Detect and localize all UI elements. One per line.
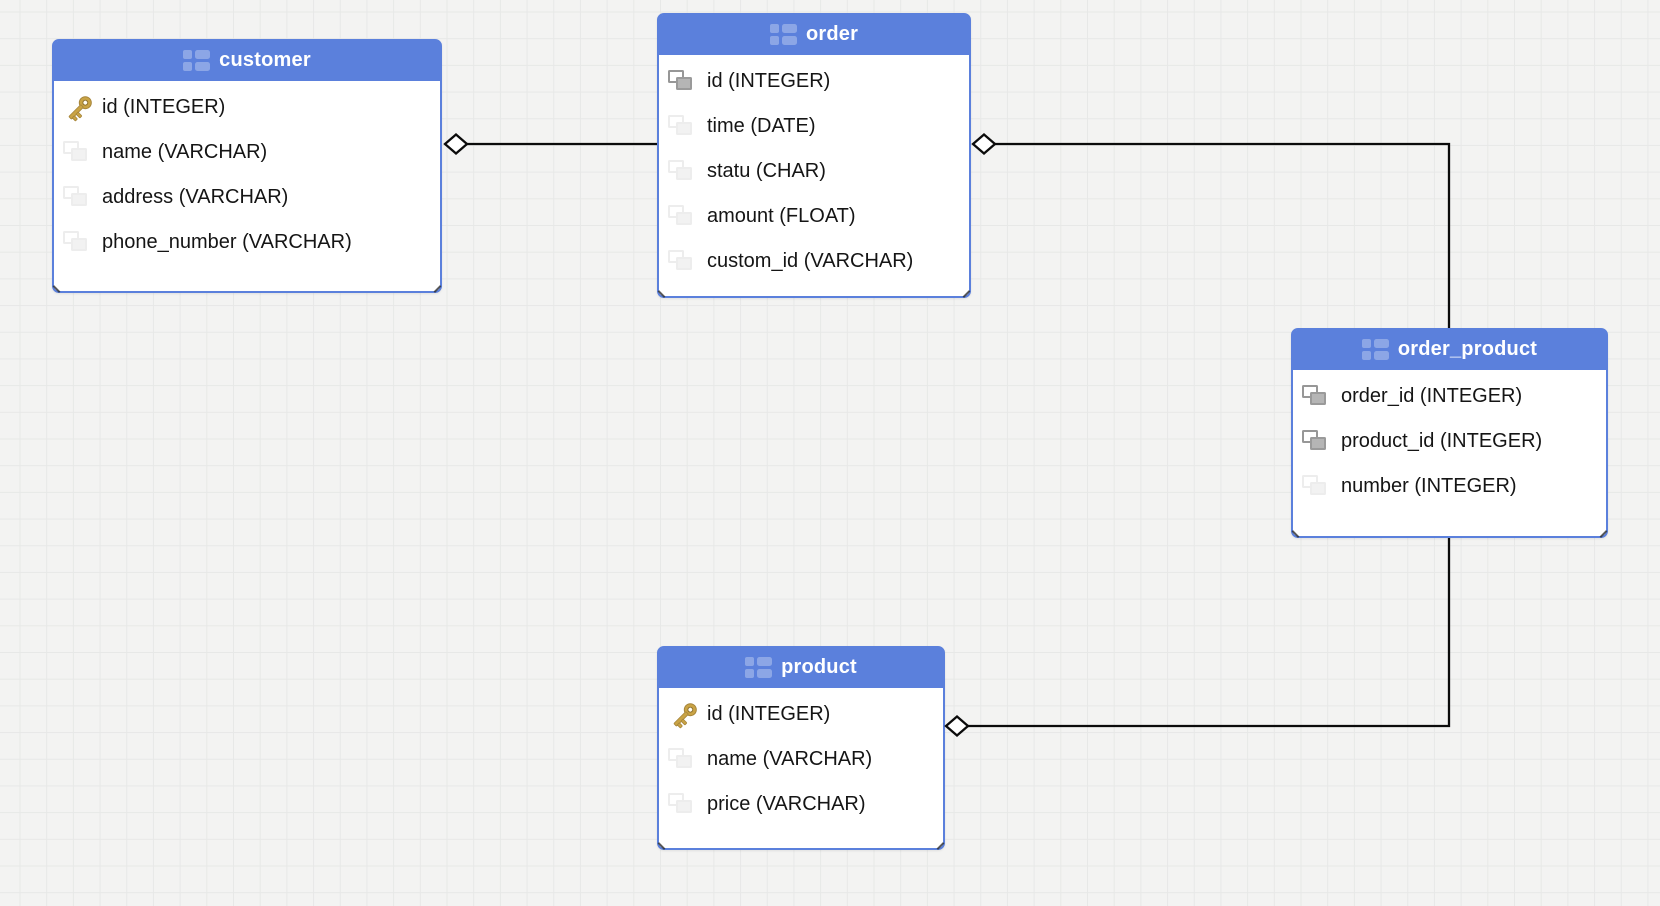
table-title: order <box>805 23 859 45</box>
resize-handle[interactable] <box>1291 530 1300 538</box>
table-order-header[interactable]: order <box>658 14 970 55</box>
table-order-product-header[interactable]: order_product <box>1292 329 1607 370</box>
resize-handle[interactable] <box>657 290 666 298</box>
field-ghost-icon <box>63 186 102 209</box>
field-label: product_id (INTEGER) <box>1341 430 1543 452</box>
field-row[interactable]: product_id (INTEGER) <box>1293 419 1606 464</box>
resize-handle[interactable] <box>1599 530 1608 538</box>
field-list: id (INTEGER) time (DATE) statu (CHAR) am… <box>659 54 969 284</box>
field-ghost-icon <box>668 250 707 273</box>
field-list: order_id (INTEGER) product_id (INTEGER) … <box>1293 369 1606 509</box>
table-customer-header[interactable]: customer <box>53 40 441 81</box>
field-ghost-icon <box>668 160 707 183</box>
field-ghost-icon <box>63 141 102 164</box>
field-row[interactable]: id (INTEGER) <box>659 59 969 104</box>
table-product[interactable]: product id (INTEGER) name (VARCHAR) pric… <box>657 646 945 850</box>
resize-handle[interactable] <box>962 290 971 298</box>
primary-key-icon <box>668 700 707 730</box>
field-label: statu (CHAR) <box>707 160 826 182</box>
resize-handle[interactable] <box>657 842 666 850</box>
field-row[interactable]: phone_number (VARCHAR) <box>54 220 440 265</box>
field-label: order_id (INTEGER) <box>1341 385 1523 407</box>
primary-key-icon <box>63 93 102 123</box>
field-ghost-icon <box>1302 475 1341 498</box>
field-row[interactable]: price (VARCHAR) <box>659 782 943 827</box>
relationship-order-product-product[interactable] <box>944 538 1451 738</box>
foreign-key-icon <box>1302 430 1341 453</box>
field-row[interactable]: custom_id (VARCHAR) <box>659 239 969 284</box>
field-label: id (INTEGER) <box>102 96 226 118</box>
table-title: product <box>781 656 857 678</box>
field-row[interactable]: address (VARCHAR) <box>54 175 440 220</box>
relationship-diamond <box>944 714 970 738</box>
table-order[interactable]: order id (INTEGER) time (DATE) statu (CH… <box>657 13 971 298</box>
foreign-key-icon <box>1302 385 1341 408</box>
field-list: id (INTEGER) name (VARCHAR) price (VARCH… <box>659 687 943 827</box>
field-label: amount (FLOAT) <box>707 205 856 227</box>
field-row[interactable]: order_id (INTEGER) <box>1293 374 1606 419</box>
field-label: name (VARCHAR) <box>707 748 873 770</box>
field-label: number (INTEGER) <box>1341 475 1517 497</box>
field-row[interactable]: amount (FLOAT) <box>659 194 969 239</box>
field-label: price (VARCHAR) <box>707 793 866 815</box>
field-ghost-icon <box>668 115 707 138</box>
resize-handle[interactable] <box>433 285 442 293</box>
relationship-order-order-product[interactable] <box>971 132 1451 329</box>
foreign-key-icon <box>668 70 707 93</box>
resize-handle[interactable] <box>52 285 61 293</box>
table-title: customer <box>219 49 311 71</box>
field-ghost-icon <box>63 231 102 254</box>
field-row[interactable]: statu (CHAR) <box>659 149 969 194</box>
field-label: phone_number (VARCHAR) <box>102 231 352 253</box>
field-row[interactable]: id (INTEGER) <box>54 85 440 130</box>
field-label: time (DATE) <box>707 115 816 137</box>
field-ghost-icon <box>668 205 707 228</box>
table-customer[interactable]: customer id (INTEGER) name (VARCHAR) add… <box>52 39 442 293</box>
field-label: name (VARCHAR) <box>102 141 268 163</box>
field-label: custom_id (VARCHAR) <box>707 250 914 272</box>
field-label: id (INTEGER) <box>707 70 831 92</box>
field-row[interactable]: time (DATE) <box>659 104 969 149</box>
table-order-product[interactable]: order_product order_id (INTEGER) product… <box>1291 328 1608 538</box>
field-list: id (INTEGER) name (VARCHAR) address (VAR… <box>54 80 440 265</box>
table-icon <box>183 50 211 71</box>
field-row[interactable]: id (INTEGER) <box>659 692 943 737</box>
field-row[interactable]: name (VARCHAR) <box>54 130 440 175</box>
table-product-header[interactable]: product <box>658 647 944 688</box>
relationship-diamond <box>971 132 997 156</box>
table-icon <box>769 24 797 45</box>
table-icon <box>745 657 773 678</box>
relationship-customer-order[interactable] <box>443 132 657 156</box>
table-icon <box>1361 339 1389 360</box>
field-label: id (INTEGER) <box>707 703 831 725</box>
relationship-diamond <box>443 132 469 156</box>
field-row[interactable]: number (INTEGER) <box>1293 464 1606 509</box>
table-title: order_product <box>1397 338 1538 360</box>
field-row[interactable]: name (VARCHAR) <box>659 737 943 782</box>
resize-handle[interactable] <box>936 842 945 850</box>
field-label: address (VARCHAR) <box>102 186 289 208</box>
field-ghost-icon <box>668 793 707 816</box>
field-ghost-icon <box>668 748 707 771</box>
